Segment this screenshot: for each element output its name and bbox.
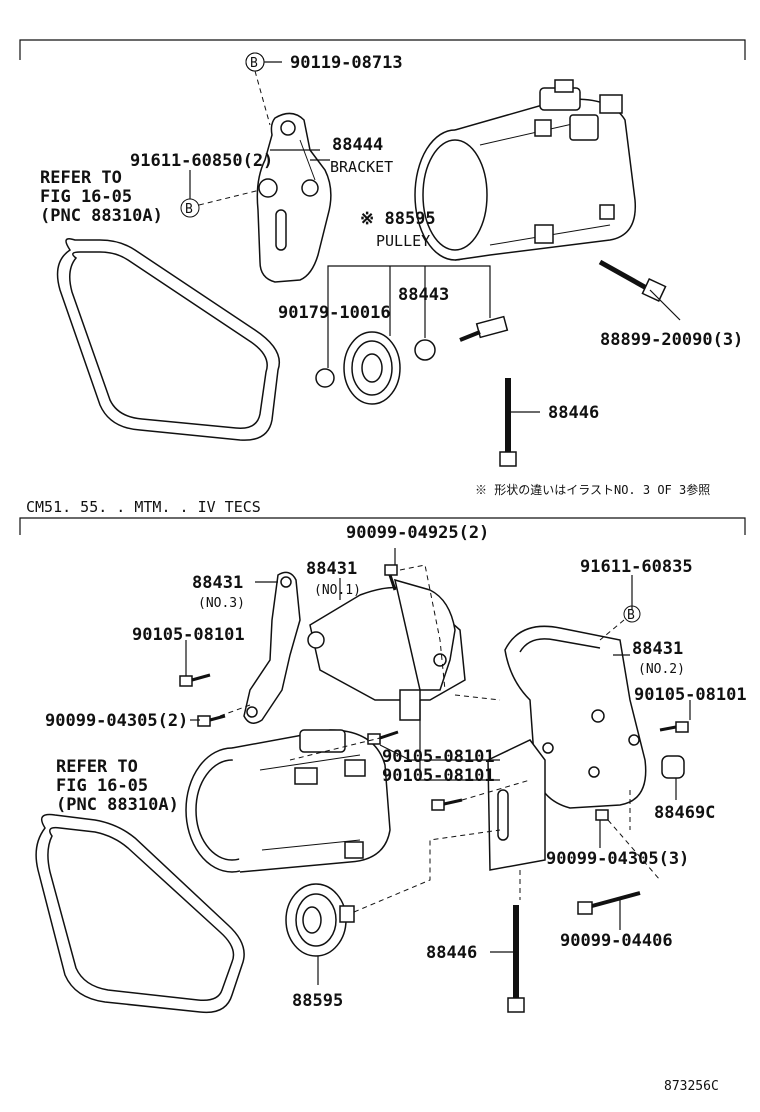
lower-v-belt <box>35 813 245 1014</box>
no2-label: (NO.2) <box>638 662 685 677</box>
circle-b-left-label: B <box>185 202 193 217</box>
refer-lower-line1: REFER TO <box>56 757 138 777</box>
part-88446-lower: 88446 <box>426 943 477 963</box>
upper-frame <box>19 39 746 60</box>
pulley-assembly <box>315 265 509 405</box>
compressor-upper <box>414 79 637 261</box>
refer-lower-line3: (PNC 88310A) <box>56 795 179 815</box>
circle-b-lower-label: B <box>627 608 635 623</box>
part-88595-lower: 88595 <box>292 991 343 1011</box>
part-88595-upper: ※ 88595 <box>360 209 436 229</box>
part-88469c: 88469C <box>654 803 715 823</box>
part-88431-no2: 88431 <box>632 639 683 659</box>
part-90099-04406: 90099-04406 <box>560 931 673 951</box>
idler-pulley-88595 <box>285 883 355 957</box>
bolt-88446-upper <box>499 378 517 467</box>
pulley-label: PULLEY <box>376 232 430 250</box>
refer-lower-line2: FIG 16-05 <box>56 776 148 796</box>
refer-upper-line3: (PNC 88310A) <box>40 206 163 226</box>
part-90105-08101-mid2: 90105-08101 <box>382 766 495 786</box>
part-88431-no1: 88431 <box>306 559 357 579</box>
part-90105-08101-mid1: 90105-08101 <box>382 747 495 767</box>
part-90119-08713: 90119-08713 <box>290 53 403 73</box>
part-91611-60835: 91611-60835 <box>580 557 693 577</box>
upper-v-belt <box>56 238 280 441</box>
fasteners-lower <box>179 564 689 1013</box>
part-88446-upper: 88446 <box>548 403 599 423</box>
part-90179-10016: 90179-10016 <box>278 303 391 323</box>
illustration-note: ※ 形状の違いはイラストNO. 3 OF 3参照 <box>475 482 710 497</box>
bolt-88899 <box>598 259 667 303</box>
part-88431-no3: 88431 <box>192 573 243 593</box>
bracket-88431-no1 <box>307 578 466 721</box>
part-90105-08101-right: 90105-08101 <box>634 685 747 705</box>
refer-upper-line1: REFER TO <box>40 168 122 188</box>
part-90105-08101-left: 90105-08101 <box>132 625 245 645</box>
adjust-bar <box>487 739 546 871</box>
lower-frame <box>19 517 746 535</box>
part-90099-04305-2: 90099-04305(2) <box>45 711 188 731</box>
circle-b-top-label: B <box>250 56 258 71</box>
part-88444: 88444 <box>332 135 383 155</box>
part-90099-04305-3: 90099-04305(3) <box>546 849 689 869</box>
upper-leaders <box>180 52 681 413</box>
circle-b-marker <box>245 52 265 72</box>
part-90099-04925: 90099-04925(2) <box>346 523 489 543</box>
refer-upper-line2: FIG 16-05 <box>40 187 132 207</box>
part-91611-60850: 91611-60850(2) <box>130 151 273 171</box>
lower-leaders <box>185 548 691 985</box>
no1-label: (NO.1) <box>314 583 361 598</box>
compressor-lower <box>185 729 391 873</box>
part-88443: 88443 <box>398 285 449 305</box>
figure-code: 873256C <box>664 1079 719 1094</box>
bracket-label: BRACKET <box>330 158 393 176</box>
section-title: CM51. 55. . MTM. . IV TECS <box>26 498 261 516</box>
no3-label: (NO.3) <box>198 596 245 611</box>
part-88899-20090: 88899-20090(3) <box>600 330 743 350</box>
bracket-88444 <box>256 112 332 283</box>
bracket-88431-no3 <box>243 571 301 724</box>
